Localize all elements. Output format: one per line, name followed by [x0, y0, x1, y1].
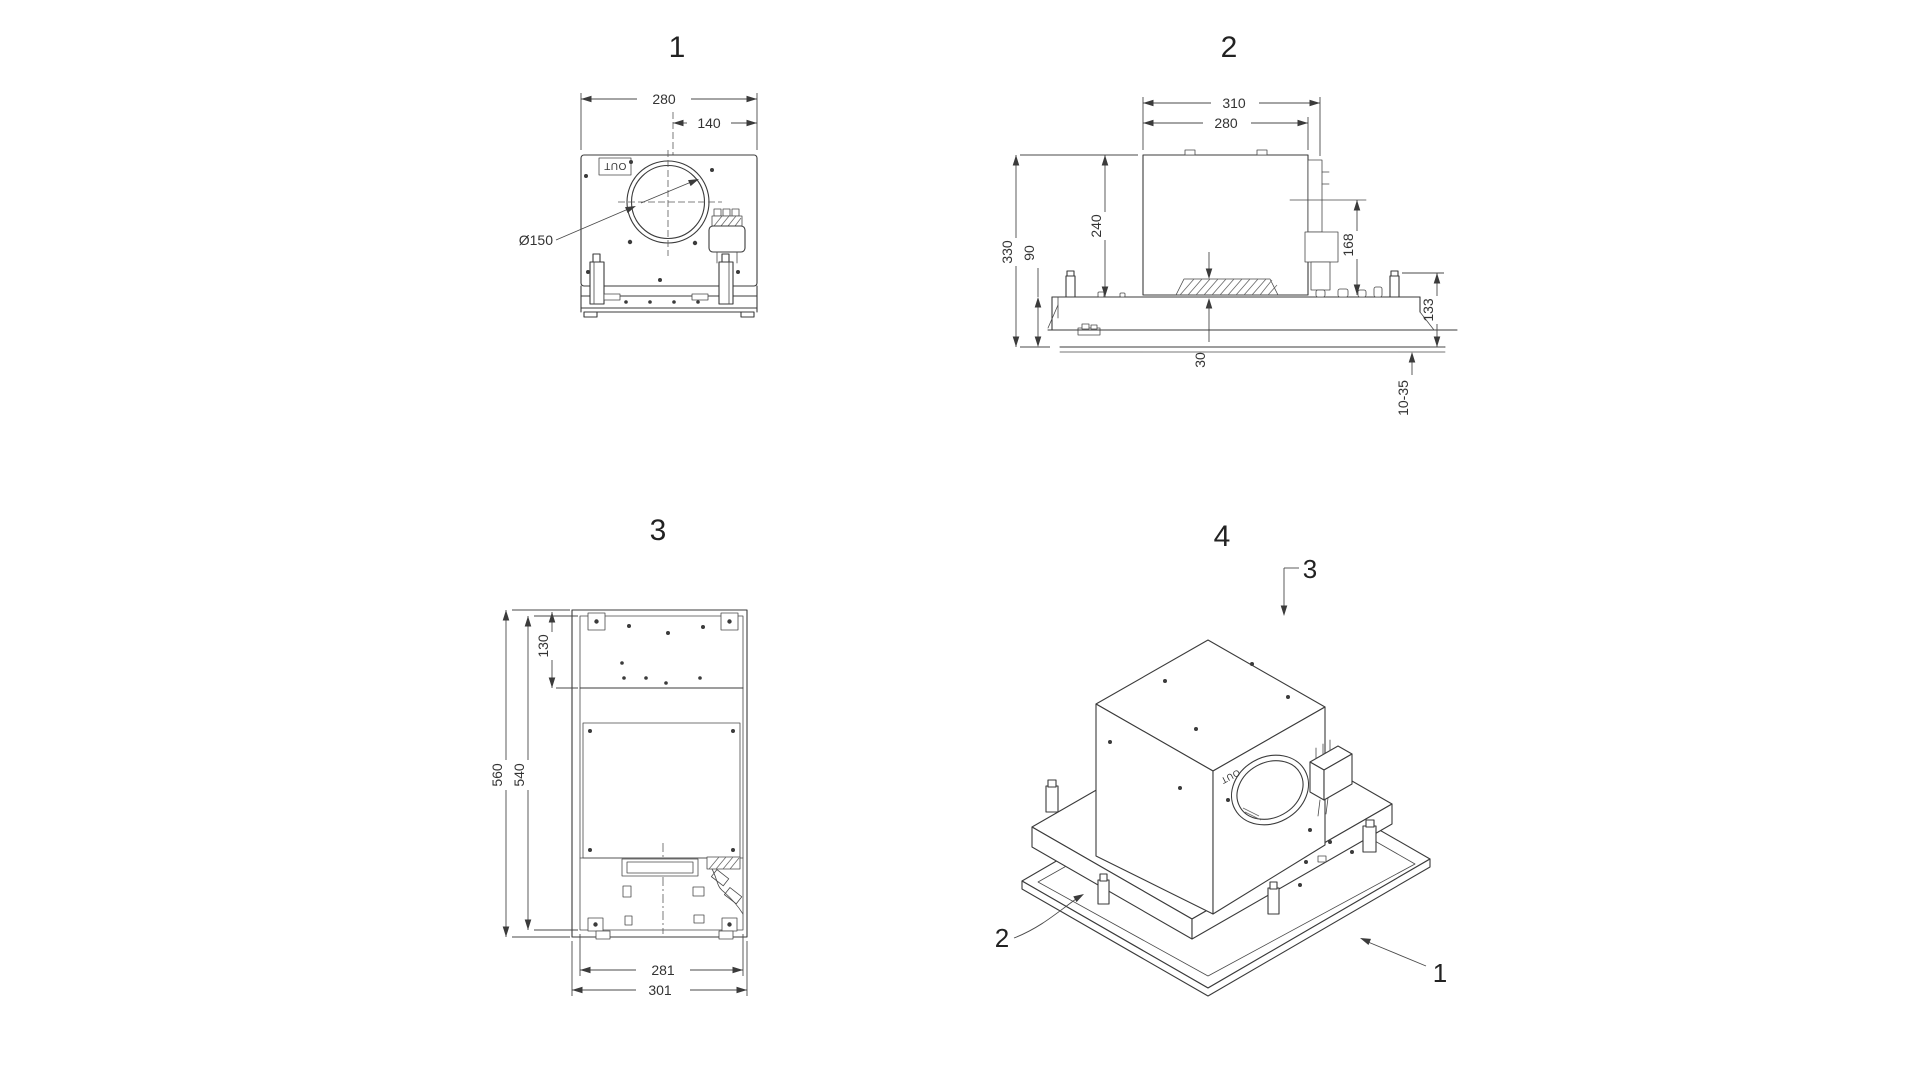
view3-lower-strip-parts [621, 856, 744, 926]
view2-dim-168-label: 168 [1340, 233, 1356, 257]
view2-junction-box [1289, 159, 1367, 291]
view1-dim-280-label: 280 [652, 91, 676, 107]
view4-blower-box: OUT [1095, 639, 1353, 915]
view1-diameter-label: Ø150 [519, 232, 553, 248]
view1-title: 1 [669, 31, 686, 64]
view2-blower-body [1142, 149, 1309, 296]
view1-dim-overall-width: 280 [580, 91, 758, 150]
view3-dim-widths: 281 301 [571, 934, 748, 998]
view3-dim-top-section: 130 [535, 612, 578, 689]
view2-ceiling-frame [1047, 270, 1458, 353]
view2-dim-280-label: 280 [1214, 115, 1238, 131]
view3-screw-holes [588, 624, 735, 852]
view4-callout-blower: 3 [1280, 554, 1317, 616]
view1-top-view-drawing: 1 280 140 OUT [519, 31, 758, 318]
view2-dim-240-label: 240 [1088, 214, 1104, 238]
view3-dim-560-label: 560 [489, 763, 505, 787]
view3-dim-281-label: 281 [651, 962, 675, 978]
view2-dim-body-height: 240 [1088, 155, 1109, 297]
view1-duct-collar [618, 150, 722, 256]
view2-dim-side-height: 133 [1402, 272, 1444, 348]
view2-dim-30-label: 30 [1192, 352, 1208, 368]
view3-bottom-view-drawing: 3 [489, 514, 748, 998]
view4-callout-1-label: 1 [1433, 958, 1447, 988]
view2-title: 2 [1221, 31, 1238, 64]
view1-terminal-block [708, 208, 746, 264]
view1-dim-140-label: 140 [697, 115, 721, 131]
view3-dim-540-label: 540 [511, 763, 527, 787]
view2-dim-90-label: 90 [1021, 245, 1037, 261]
view3-dim-heights: 560 540 [489, 609, 578, 938]
view4-callout-frame: 2 [995, 891, 1086, 953]
view2-dim-330-label: 330 [999, 240, 1015, 264]
view2-side-view-drawing: 2 310 280 [999, 31, 1458, 416]
view4-isometric-drawing: 4 [995, 520, 1447, 997]
view2-dim-widths: 310 280 [1142, 95, 1321, 156]
view1-housing-body [580, 154, 758, 318]
view1-out-label: OUT [598, 157, 632, 176]
view4-callout-3-label: 3 [1303, 554, 1317, 584]
view2-dim-ceiling-thickness: 10-35 [1395, 352, 1416, 416]
view2-dim-total-height: 330 [999, 154, 1138, 348]
view1-screw-holes [584, 160, 740, 304]
view4-callout-2-label: 2 [995, 923, 1009, 953]
view3-panel-frame [571, 609, 748, 938]
view1-mounting-brackets [589, 253, 734, 305]
view1-out-text: OUT [604, 160, 627, 171]
view1-dim-duct-offset: 140 [672, 112, 757, 158]
view2-dim-frame-height: 90 [1021, 245, 1042, 347]
view1-diameter-callout: Ø150 [519, 175, 701, 248]
view3-corner-pads [587, 612, 739, 940]
view2-dim-310-label: 310 [1222, 95, 1246, 111]
view4-title: 4 [1214, 520, 1231, 553]
view2-dim-133-label: 133 [1420, 298, 1436, 322]
view2-filter-pad: 30 [1175, 252, 1279, 368]
view2-dim-junction-height: 168 [1340, 200, 1361, 295]
view3-dim-301-label: 301 [648, 982, 672, 998]
view4-callout-panel: 1 [1358, 934, 1447, 988]
view2-dim-10-35-label: 10-35 [1395, 380, 1411, 416]
view3-title: 3 [650, 514, 667, 547]
view3-dim-130-label: 130 [535, 634, 551, 658]
